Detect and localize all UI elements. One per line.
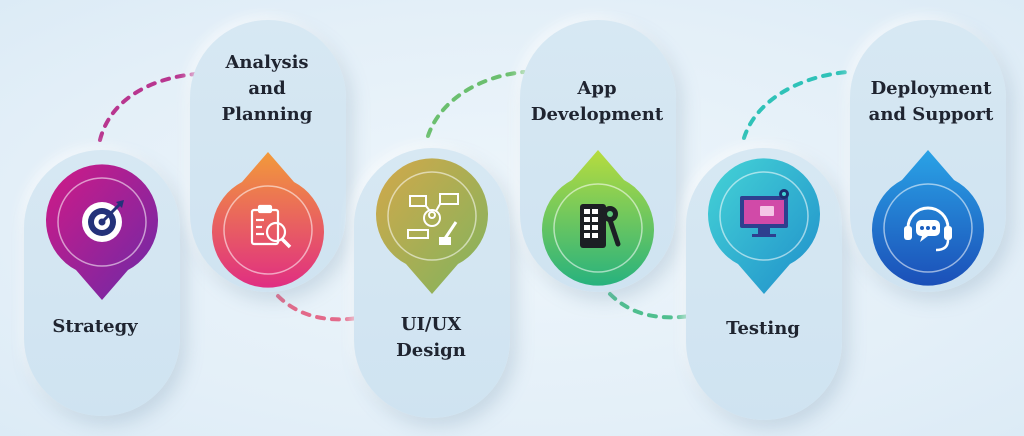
pin-analysis (206, 130, 330, 290)
connector-strategy-analysis (98, 72, 198, 142)
wireframe-design-icon (407, 193, 459, 245)
connector-testing-deploy (742, 70, 850, 140)
monitor-gear-icon (740, 189, 789, 237)
connector-app-testing (608, 292, 692, 320)
target-icon (82, 200, 124, 242)
mobile-wrench-icon (580, 204, 621, 248)
connector-analysis-uiux (276, 294, 360, 322)
pin-deployment (866, 128, 990, 288)
pin-app (536, 128, 660, 288)
step-label-uiux: UI/UX Design (396, 314, 466, 361)
step-label-testing: Testing (726, 318, 800, 339)
step-label-deployment: Deployment and Support (868, 78, 994, 125)
step-label-app: App Development (530, 78, 664, 125)
pin-uiux (370, 156, 494, 316)
connector-uiux-app (426, 70, 526, 138)
step-label-analysis: Analysis and Planning (221, 52, 313, 125)
pin-testing (702, 156, 826, 316)
clipboard-magnifier-icon (250, 204, 292, 249)
step-label-strategy: Strategy (52, 316, 138, 337)
headset-chat-icon (904, 206, 952, 252)
pin-strategy (40, 162, 164, 322)
